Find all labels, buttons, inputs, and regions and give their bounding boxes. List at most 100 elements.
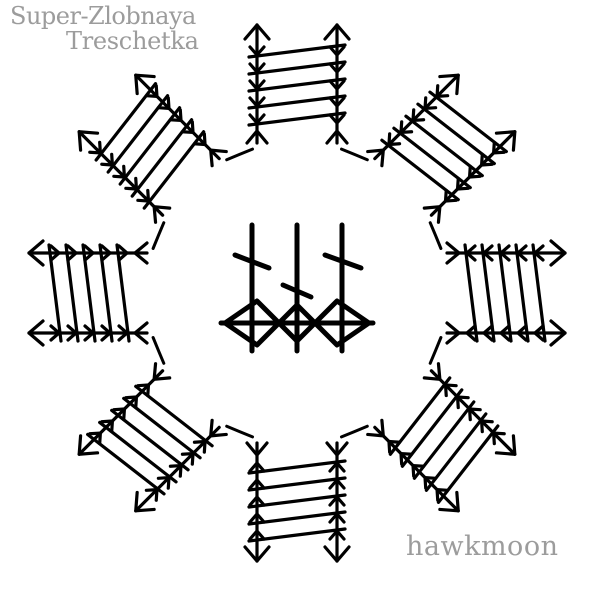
arm-tick	[328, 495, 346, 507]
arm-tick	[399, 451, 414, 466]
arm-arrowhead	[494, 434, 517, 456]
arm-arrowhead	[243, 23, 271, 41]
arm-fletch	[445, 241, 461, 265]
arm-tick	[443, 383, 458, 398]
arm-tick	[248, 495, 266, 507]
ladder-arm	[445, 239, 567, 347]
arm-tick	[192, 132, 207, 147]
arm-tick	[328, 461, 346, 473]
arm-tick	[465, 324, 477, 342]
ring-joint	[151, 221, 166, 250]
arm-tick	[248, 45, 266, 57]
arm-tick	[411, 108, 426, 123]
arm-tick	[387, 439, 402, 454]
arm-tick	[411, 463, 426, 478]
arm-tick	[328, 62, 346, 74]
arm-arrowhead	[134, 490, 156, 513]
arm-tick	[192, 439, 207, 454]
arm-tick	[83, 324, 95, 342]
arm-tick	[499, 244, 511, 262]
arm-arrowhead	[438, 73, 460, 96]
arm-tick	[423, 475, 438, 490]
arm-fletch	[245, 441, 269, 457]
arm-tick	[455, 395, 470, 410]
arm-tick	[248, 62, 266, 74]
arm-tick	[248, 113, 266, 125]
artist-signature: hawkmoon	[406, 531, 559, 562]
arm-tick	[328, 79, 346, 91]
arm-arrowhead	[438, 490, 460, 513]
arm-arrowhead	[323, 23, 351, 41]
arm-tick	[100, 152, 115, 167]
arm-tick	[88, 431, 102, 446]
center-crossbar	[232, 252, 272, 271]
arm-tick	[399, 120, 414, 135]
arm-arrowhead	[549, 239, 567, 267]
arm-tick	[100, 324, 112, 342]
arm-tick	[387, 132, 402, 147]
arm-tick	[117, 324, 129, 342]
arm-tick	[248, 96, 266, 108]
arm-tick	[144, 488, 159, 502]
arm-fletch	[209, 418, 228, 438]
center-bindrune	[218, 222, 376, 354]
arm-tick	[533, 324, 545, 342]
arm-arrowhead	[27, 239, 45, 267]
arm-tick	[100, 244, 112, 262]
arm-tick	[180, 120, 195, 135]
ring-joint	[428, 221, 443, 250]
arm-arrowhead	[494, 130, 517, 152]
arm-arrowhead	[77, 130, 100, 152]
arm-tick	[492, 140, 506, 155]
arm-tick	[328, 113, 346, 125]
arm-tick	[248, 461, 266, 473]
ring-joint	[428, 336, 443, 365]
arm-tick	[328, 478, 346, 490]
arm-tick	[248, 529, 266, 541]
ladder-arm	[77, 73, 228, 224]
arm-fletch	[422, 362, 442, 381]
arm-tick	[516, 324, 528, 342]
center-crossbar	[280, 282, 314, 300]
arm-fletch	[245, 129, 269, 145]
arm-tick	[443, 188, 458, 203]
ladder-arms	[27, 23, 567, 563]
arm-arrowhead	[323, 545, 351, 563]
arm-tick	[180, 451, 195, 466]
arm-tick	[516, 244, 528, 262]
arm-tick	[112, 407, 127, 422]
ring-joint	[340, 147, 369, 162]
arm-fletch	[422, 205, 442, 224]
arm-tick	[248, 79, 266, 91]
octagon-ring	[151, 147, 443, 439]
arm-fletch	[325, 129, 349, 145]
arm-fletch	[445, 321, 461, 345]
arm-tick	[156, 96, 171, 111]
arm-tick	[248, 478, 266, 490]
arm-tick	[435, 488, 450, 502]
arm-arrowhead	[77, 434, 100, 456]
arm-tick	[124, 395, 139, 410]
arm-tick	[435, 84, 450, 98]
arm-fletch	[366, 418, 385, 438]
arm-tick	[482, 244, 494, 262]
arm-tick	[328, 529, 346, 541]
arm-fletch	[152, 362, 172, 381]
arm-tick	[144, 84, 159, 98]
arm-tick	[492, 431, 506, 446]
ring-joint	[225, 147, 254, 162]
ladder-arm	[27, 239, 149, 347]
arm-tick	[423, 96, 438, 111]
arm-tick	[49, 244, 61, 262]
arm-fletch	[133, 241, 149, 265]
arm-arrowhead	[134, 73, 156, 96]
arm-tick	[112, 164, 127, 179]
arm-tick	[533, 244, 545, 262]
arm-tick	[467, 407, 482, 422]
arm-arrowhead	[27, 319, 45, 347]
arm-tick	[482, 324, 494, 342]
arm-tick	[117, 244, 129, 262]
arm-tick	[328, 96, 346, 108]
